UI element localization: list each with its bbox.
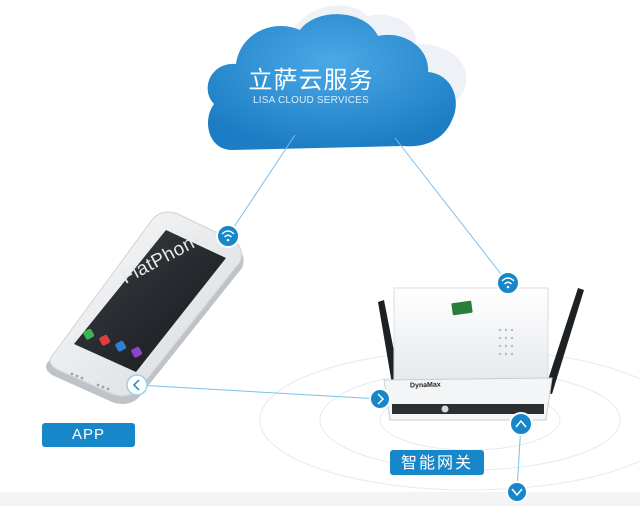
- app-label-badge: APP: [42, 423, 135, 447]
- app-icons: [83, 328, 143, 358]
- gateway-device-label: DynaMax: [409, 381, 441, 390]
- phone-screen: [74, 230, 226, 372]
- node-gateway-link: [369, 388, 391, 410]
- gateway-power-button: [441, 405, 449, 413]
- floor-band: [0, 492, 640, 506]
- smartphone: [46, 211, 244, 404]
- node-phone-link: [126, 374, 148, 396]
- gateway-screen-logo: [451, 300, 473, 316]
- cloud-subtitle: LISA CLOUD SERVICES: [253, 95, 369, 106]
- node-gateway-down: [506, 481, 528, 503]
- node-gateway-up: [509, 412, 533, 436]
- node-phone-wifi: [216, 224, 240, 248]
- gateway-vent: [498, 328, 514, 356]
- cloud-title: 立萨云服务: [248, 66, 374, 94]
- gateway-base-band: [392, 404, 544, 414]
- gateway-device: [378, 287, 584, 421]
- antenna-right: [544, 288, 584, 394]
- cloud-shape: [207, 14, 456, 150]
- gateway-label-badge: 智能网关: [390, 450, 484, 475]
- node-gateway-wifi: [496, 271, 520, 295]
- connection-lines: [136, 134, 522, 491]
- phone-speaker-grille: [70, 372, 110, 391]
